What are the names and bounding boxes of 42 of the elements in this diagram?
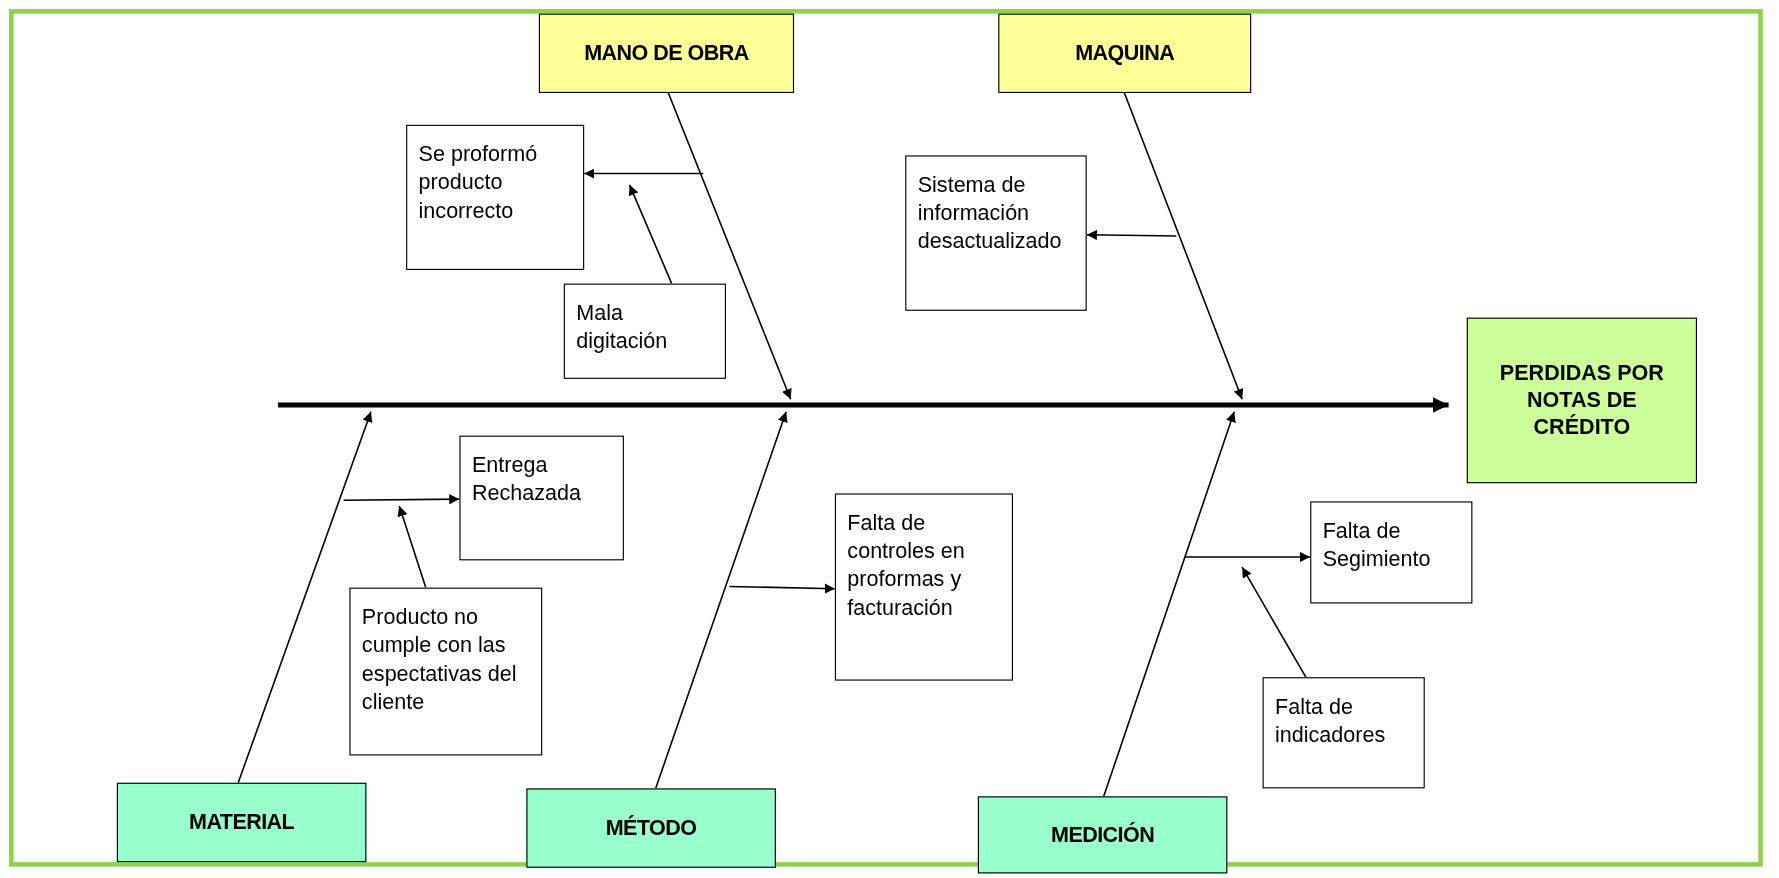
arrow [277, 397, 1449, 413]
cause-text: Falta de Segimiento [1322, 518, 1431, 571]
arrow [583, 168, 705, 179]
cause-text: Falta de indicadores [1275, 694, 1386, 747]
category-label: MANO DE OBRA [584, 40, 749, 66]
arrow [397, 505, 427, 589]
cause-text: Mala digitación [576, 300, 668, 353]
cause-text: Falta de controles en proformas y facturación [847, 510, 965, 620]
category-box [538, 13, 795, 93]
arrow [1085, 229, 1178, 241]
cause-text: Producto no cumple con las espectativas del cliente [361, 604, 517, 714]
cause-text: Sistema de información desactualizado [917, 172, 1062, 253]
arrow [628, 184, 673, 285]
cause-box [1262, 677, 1425, 789]
arrow [728, 583, 836, 594]
cause-box [834, 493, 1013, 681]
cause-box [459, 435, 624, 561]
arrow [342, 494, 461, 505]
category-label: MEDICIÓN [1051, 822, 1155, 848]
arrow [237, 411, 373, 784]
arrow [1123, 92, 1244, 401]
arrow [1184, 551, 1311, 563]
arrow [1241, 566, 1307, 678]
arrow [654, 411, 788, 790]
category-box [977, 796, 1228, 874]
cause-box [563, 283, 726, 379]
category-label: MAQUINA [1075, 40, 1175, 66]
category-box [526, 788, 776, 868]
cause-text: Entrega Rechazada [471, 452, 581, 505]
arrow [667, 92, 792, 401]
category-label: MÉTODO [605, 815, 697, 841]
cause-text: Se proformó producto incorrecto [418, 141, 538, 223]
effect-box [1466, 317, 1697, 484]
cause-box [1310, 501, 1473, 604]
category-label: MATERIAL [189, 809, 295, 835]
cause-box [406, 124, 585, 270]
cause-box [349, 587, 543, 756]
cause-box [905, 155, 1087, 311]
arrow [1102, 411, 1236, 798]
effect-label: PERDIDAS POR NOTAS DE CRÉDITO [1498, 359, 1665, 441]
category-box [116, 782, 367, 863]
category-box [998, 13, 1252, 93]
